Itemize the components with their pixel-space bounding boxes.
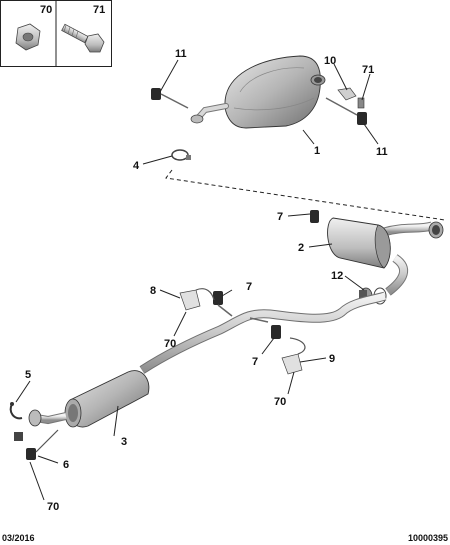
callout-8: 8	[150, 285, 156, 297]
bolt-71	[357, 97, 365, 109]
callout-11-top: 11	[175, 48, 187, 60]
callout-71: 71	[362, 64, 374, 76]
intermediate-silencer-part-2	[327, 217, 444, 296]
diagram-reference-code: 10000395	[407, 533, 448, 543]
callout-labels: 11 1 10 71 11 4 7 2 12 8 7 70 7 9 70 5 3…	[25, 48, 388, 513]
callout-6: 6	[63, 459, 69, 471]
callout-70-mid-right: 70	[274, 396, 286, 408]
hanger-rubber-7-low	[249, 317, 281, 339]
inset-bolt-71: 71	[61, 4, 105, 53]
clamp-part-4	[171, 149, 191, 161]
clamp-part-5	[9, 402, 23, 420]
callout-4: 4	[133, 160, 140, 172]
inset-nut-70: 70	[15, 4, 52, 51]
front-silencer-part-3	[64, 370, 150, 428]
callout-12: 12	[331, 270, 343, 282]
inset-label-71: 71	[93, 4, 105, 16]
callout-5: 5	[25, 369, 31, 381]
hanger-part-6	[14, 429, 59, 460]
hanger-rubber-7-mid	[213, 291, 233, 317]
callout-11-right: 11	[376, 146, 388, 158]
hanger-rubber-11-right	[325, 97, 367, 125]
callout-7-low: 7	[252, 356, 258, 368]
diagram-date: 03/2016	[2, 533, 35, 543]
callout-9: 9	[329, 353, 335, 365]
hanger-rubber-7-top	[310, 210, 319, 223]
fastener-inset: 70 71	[0, 0, 112, 67]
callout-10: 10	[324, 55, 336, 67]
leader-lines	[15, 59, 379, 501]
callout-1: 1	[314, 145, 320, 157]
callout-7-mid: 7	[246, 281, 252, 293]
inset-label-70: 70	[40, 4, 52, 16]
hanger-rubber-11-left	[151, 88, 189, 109]
rear-silencer-part-1	[190, 55, 326, 129]
callout-2: 2	[298, 242, 304, 254]
callout-70-bottom: 70	[47, 501, 59, 513]
main-pipe	[139, 291, 387, 374]
bolt-head-icon	[84, 33, 105, 53]
front-downpipe	[28, 409, 67, 427]
callout-3: 3	[121, 436, 127, 448]
connection-dashed-line	[165, 169, 446, 221]
callout-70-mid-left: 70	[164, 338, 176, 350]
bracket-9	[281, 337, 306, 375]
bracket-8	[179, 288, 215, 311]
callout-7-top: 7	[277, 211, 283, 223]
